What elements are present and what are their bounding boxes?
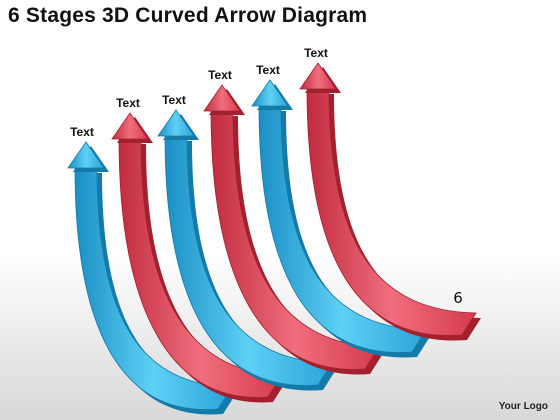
curved-arrow-6: Text 6 xyxy=(299,46,481,341)
curved-arrow-4: Text4 xyxy=(203,68,384,375)
page-title: 6 Stages 3D Curved Arrow Diagram xyxy=(8,4,368,27)
arrow-shaft-5 xyxy=(258,105,427,353)
arrow-label-1: Text xyxy=(70,125,94,139)
arrow-head-4 xyxy=(203,84,241,112)
arrow-label-3: Text xyxy=(162,93,186,107)
arrow-shaft-6 xyxy=(306,88,477,336)
arrow-label-6: Text xyxy=(304,46,328,60)
arrow-label-2: Text xyxy=(116,96,140,110)
arrow-head-6 xyxy=(299,62,337,90)
arrow-shaft-2 xyxy=(118,138,283,398)
arrow-shaft-4 xyxy=(210,110,380,370)
arrow-label-5: Text xyxy=(256,63,280,77)
arrow-head-3 xyxy=(157,109,195,137)
stage-number-6: 6 xyxy=(453,289,463,307)
arrow-label-4: Text xyxy=(208,68,232,82)
logo-text: Your Logo xyxy=(498,401,548,412)
arrow-head-1 xyxy=(67,141,105,169)
curved-arrow-2: Text2 xyxy=(111,96,287,403)
arrow-shaft-1 xyxy=(74,167,233,410)
arrow-head-5 xyxy=(251,79,289,107)
arrow-head-2 xyxy=(111,112,149,140)
arrow-shaft-3 xyxy=(164,135,333,386)
